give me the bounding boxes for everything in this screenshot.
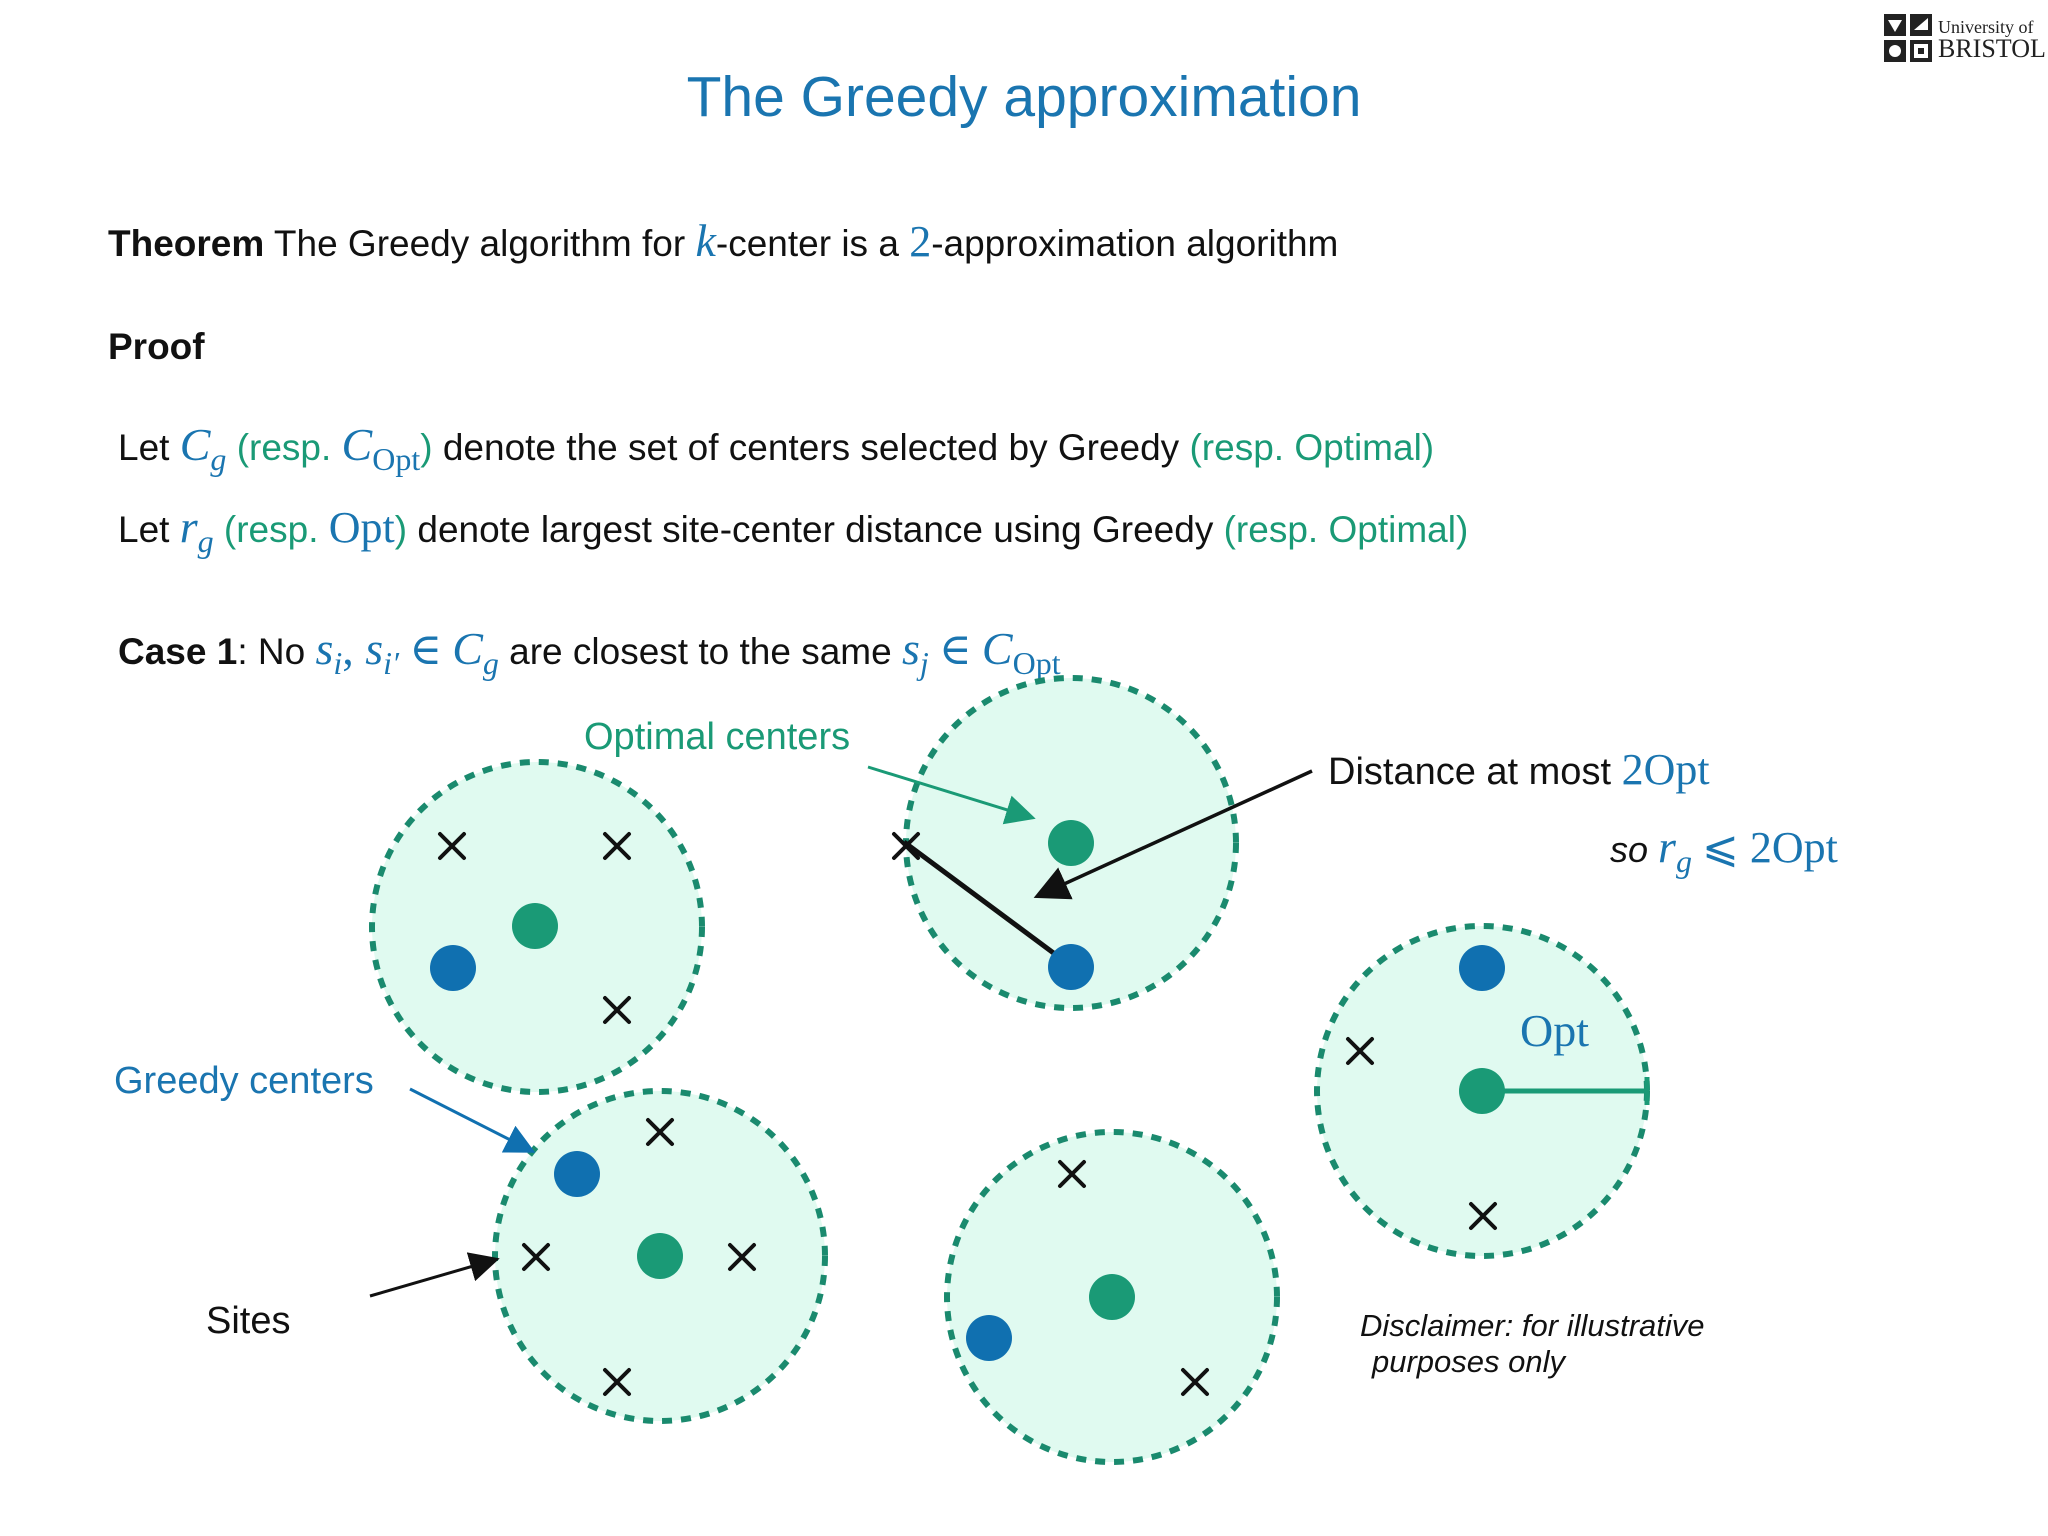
disclaimer-line-2: purposes only	[1372, 1344, 1566, 1379]
distance-label: Distance at most 2Opt	[1328, 744, 1710, 795]
optimal-center	[1459, 1068, 1505, 1114]
theorem-text-a: The Greedy algorithm for	[273, 223, 686, 264]
case1-cg: Cg	[452, 623, 499, 681]
so-text: so	[1610, 829, 1649, 870]
proof2-let: Let	[118, 509, 170, 550]
theorem-two: 2	[909, 217, 932, 266]
theorem-text-c: -approximation algorithm	[931, 223, 1339, 264]
proof1-resp-close: )	[420, 427, 433, 468]
logo-line-1: University of	[1938, 17, 2034, 37]
theorem-k: k	[695, 215, 716, 266]
proof1-text: denote the set of centers selected by Gr…	[442, 427, 1180, 468]
proof2-resp-open: (resp.	[223, 509, 319, 550]
sites-arrow	[369, 1252, 500, 1298]
greedy-center	[430, 945, 476, 991]
proof2-text: denote largest site-center distance usin…	[417, 509, 1214, 550]
proof1-cg: Cg	[179, 419, 227, 477]
site-cross	[438, 832, 466, 860]
optimal-centers-arrow	[867, 765, 1036, 825]
case1-si: si, si′	[315, 623, 400, 681]
proof1-copt: COpt	[341, 419, 421, 477]
slide-title: The Greedy approximation	[686, 65, 1362, 129]
sites-label: Sites	[206, 1300, 291, 1342]
site-to-greedy-distance-line	[902, 839, 1073, 969]
site-cross	[522, 1243, 550, 1271]
optimal-center	[512, 903, 558, 949]
proof1-let: Let	[118, 427, 170, 468]
distance-text: Distance at most	[1328, 751, 1611, 793]
greedy-centers-label: Greedy centers	[114, 1060, 374, 1102]
opt-radius-label: Opt	[1520, 1005, 1589, 1056]
case1-text-b: are closest to the same	[509, 631, 892, 672]
university-logo: University of BRISTOL	[1884, 14, 2046, 64]
disclaimer-line-1: Disclaimer: for illustrative	[1360, 1308, 1705, 1343]
site-cross	[646, 1118, 674, 1146]
sites-group	[438, 832, 1497, 1396]
optimal-center	[1089, 1274, 1135, 1320]
proof2-resp-close: )	[394, 509, 408, 550]
proof2-opt: Opt	[328, 503, 395, 552]
case1-in-1: ∈	[409, 625, 442, 674]
distance-value: 2Opt	[1621, 745, 1710, 794]
greedy-center	[554, 1151, 600, 1197]
proof-heading: Proof	[108, 326, 205, 367]
theorem-text-b: -center is a	[715, 223, 899, 264]
proof2-resp-optimal: (resp. Optimal)	[1223, 509, 1469, 550]
theorem-label: Theorem	[108, 223, 265, 264]
site-cross	[1346, 1037, 1374, 1065]
case1-label: Case 1	[118, 631, 238, 672]
site-cross	[728, 1243, 756, 1271]
rg-symbol: rg	[1658, 821, 1692, 879]
optimal-centers-label: Optimal centers	[584, 716, 851, 758]
theorem-statement: Theorem The Greedy algorithm for k-cente…	[108, 214, 1338, 267]
greedy-centers-arrow	[409, 1087, 536, 1153]
distance-arrow	[1033, 769, 1313, 900]
case1-sj: sj	[901, 623, 929, 681]
proof-line-2: Let rg (resp. Opt) denote largest site-c…	[118, 500, 1469, 559]
site-cross	[603, 1368, 631, 1396]
case1-copt: COpt	[981, 623, 1061, 681]
case1-in-2: ∈	[939, 625, 972, 674]
site-cross	[603, 996, 631, 1024]
site-cross	[603, 832, 631, 860]
rg-leq-2opt: ⩽ 2Opt	[1701, 823, 1838, 872]
case-1-statement: Case 1: No si, si′ ∈ Cg are closest to t…	[118, 622, 1061, 681]
greedy-center	[966, 1315, 1012, 1361]
site-cross	[1181, 1368, 1209, 1396]
rg-bound-label: so rg ⩽ 2Opt	[1610, 820, 1838, 879]
site-cross	[892, 832, 920, 860]
case1-text-a: : No	[237, 631, 306, 672]
university-crest-icon	[1884, 14, 1932, 62]
site-cross	[1469, 1202, 1497, 1230]
greedy-center	[1048, 944, 1094, 990]
proof2-rg: rg	[179, 501, 214, 559]
proof1-resp-optimal: (resp. Optimal)	[1189, 427, 1435, 468]
proof-line-1: Let Cg (resp. COpt) denote the set of ce…	[118, 418, 1435, 477]
optimal-center	[637, 1233, 683, 1279]
site-cross	[1058, 1160, 1086, 1188]
optimal-center	[1048, 820, 1094, 866]
greedy-center	[1459, 945, 1505, 991]
proof1-resp-open: (resp.	[236, 427, 332, 468]
logo-line-2: BRISTOL	[1938, 34, 2046, 63]
